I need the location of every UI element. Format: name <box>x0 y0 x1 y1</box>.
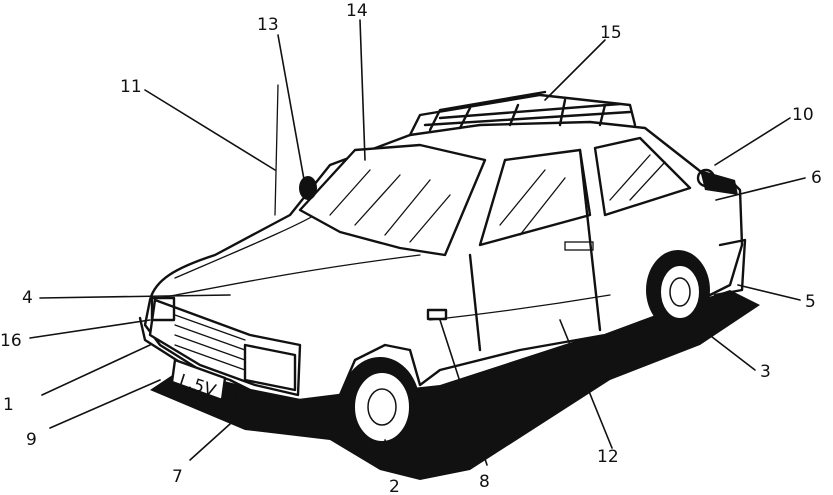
tail-light <box>700 170 738 195</box>
ground-shadow <box>150 290 760 480</box>
roof-rack <box>408 90 637 137</box>
callout-16: 16 <box>0 331 22 351</box>
callout-1: 1 <box>3 395 14 415</box>
antenna <box>274 84 279 216</box>
rear-bumper <box>713 238 747 297</box>
callout-12: 12 <box>597 447 619 467</box>
headlight-right <box>243 343 297 392</box>
leader-lines <box>29 19 806 471</box>
callout-6: 6 <box>811 168 822 188</box>
callout-9: 9 <box>26 430 37 450</box>
front-wheel <box>340 357 420 453</box>
callout-14: 14 <box>346 1 368 21</box>
front-door-handle <box>426 308 448 321</box>
callout-4: 4 <box>22 288 33 308</box>
callout-11: 11 <box>120 77 142 97</box>
grille <box>148 298 302 397</box>
rear-door-window <box>593 136 692 217</box>
callout-13: 13 <box>257 15 279 35</box>
rear-wheel <box>646 250 710 330</box>
headlight-left <box>150 296 176 322</box>
callout-8: 8 <box>479 472 490 492</box>
callout-15: 15 <box>600 23 622 43</box>
callout-5: 5 <box>805 292 816 312</box>
car-body: L.5V 111 <box>138 84 747 413</box>
side-mirror <box>299 176 317 200</box>
callout-10: 10 <box>792 105 814 125</box>
door-handle <box>564 241 594 251</box>
windshield <box>298 143 487 257</box>
callout-3: 3 <box>760 362 771 382</box>
callout-7: 7 <box>172 467 183 487</box>
callout-2: 2 <box>389 477 400 495</box>
